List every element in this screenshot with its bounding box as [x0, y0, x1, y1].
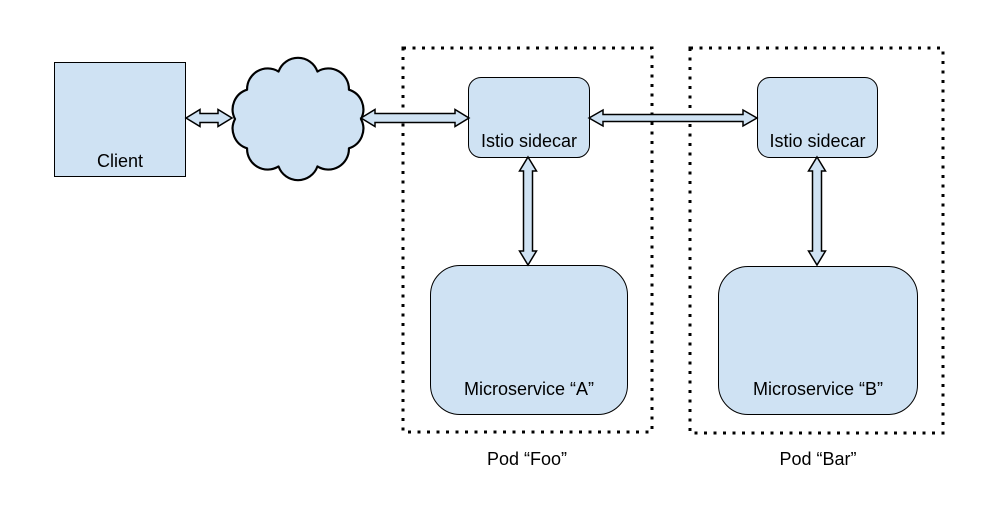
pod-foo-label: Pod “Foo” [486, 449, 568, 469]
network-cloud-icon [231, 56, 365, 182]
arrow-client-cloud [184, 108, 234, 128]
istio-sidecar-foo-node: Istio sidecar [468, 77, 590, 158]
istio-sidecar-bar-node: Istio sidecar [757, 77, 878, 158]
microservice-b-node: Microservice “B” [718, 266, 918, 415]
arrow-sidecar-foo-sidecar-bar [587, 108, 759, 128]
client-node: Client [54, 62, 186, 177]
istio-sidecar-bar-label: Istio sidecar [769, 131, 866, 152]
pod-bar-label: Pod “Bar” [779, 449, 857, 469]
arrow-sidecar-foo-microservice-a [518, 155, 538, 267]
arrow-cloud-sidecar-foo [359, 108, 471, 128]
microservice-b-label: Microservice “B” [752, 379, 883, 400]
arrow-sidecar-bar-microservice-b [807, 155, 827, 267]
istio-sidecar-foo-label: Istio sidecar [480, 131, 578, 152]
pod-foo-boundary [401, 46, 654, 434]
pod-bar-boundary [688, 46, 945, 435]
client-label: Client [96, 151, 144, 172]
microservice-a-label: Microservice “A” [463, 379, 594, 400]
microservice-a-node: Microservice “A” [430, 265, 628, 415]
